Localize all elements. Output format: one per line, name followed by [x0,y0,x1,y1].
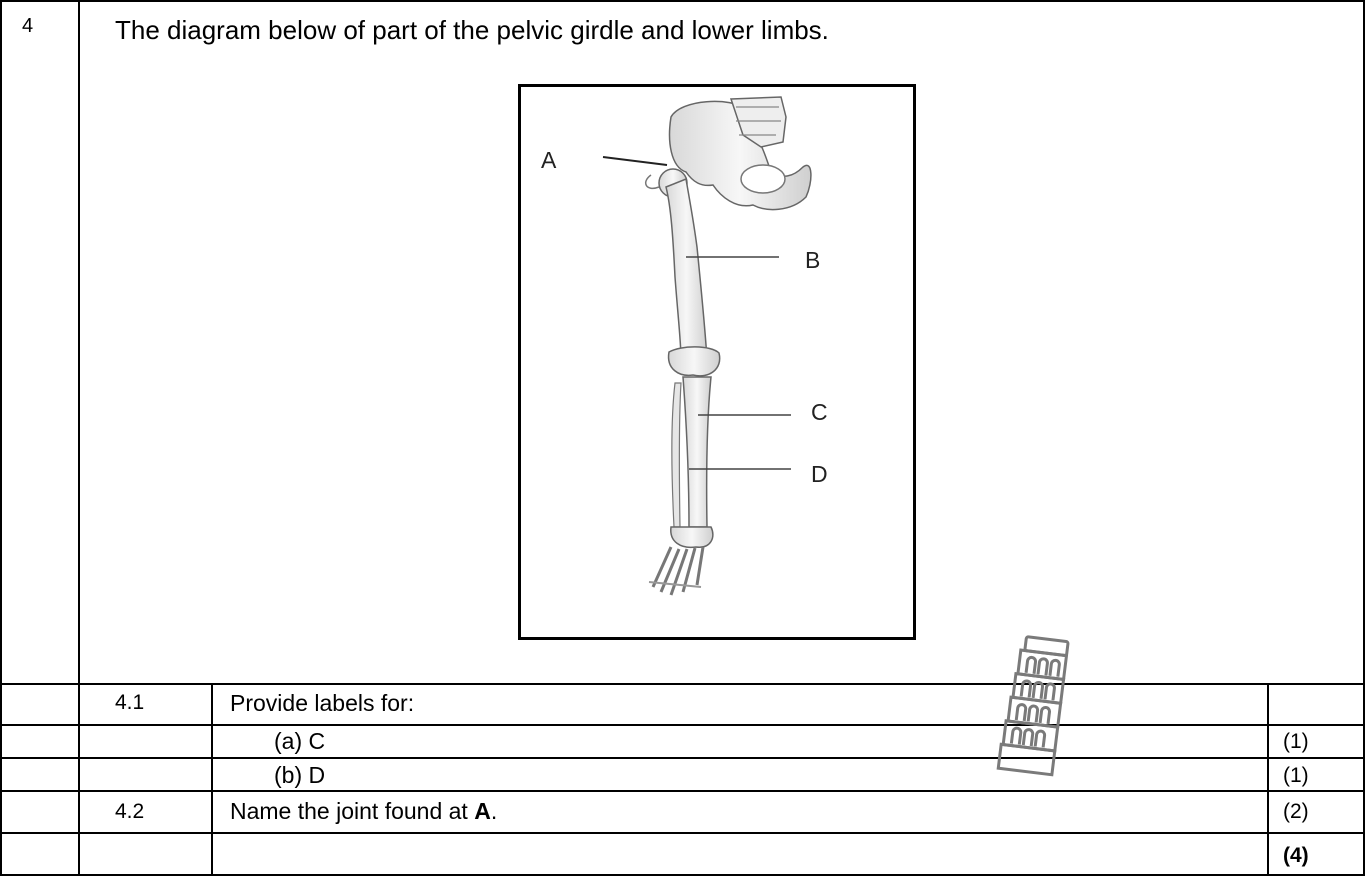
question-number: 4 [22,13,33,39]
part-a-text: (a) C [274,728,325,754]
label-a: A [541,147,556,174]
subquestion-text-4-2: Name the joint found at A. [230,798,497,824]
question-stem: The diagram below of part of the pelvic … [115,15,829,45]
part-b-marks: (1) [1283,763,1309,789]
text-suffix: . [491,798,497,824]
part-a-marks: (1) [1283,729,1309,755]
skeleton-illustration [521,87,913,637]
label-b: B [805,247,820,274]
leaning-tower-icon [985,630,1080,800]
text-prefix: Name the joint found at [230,798,474,824]
subquestion-number-4-2: 4.2 [115,799,144,825]
label-d: D [811,461,828,488]
subquestion-text-4-1: Provide labels for: [230,690,414,716]
subquestion-number-4-1: 4.1 [115,690,144,716]
pelvis-leg-diagram: A B C D [518,84,916,640]
text-bold: A [474,798,491,824]
label-c: C [811,399,828,426]
subquestion-4-2-marks: (2) [1283,799,1309,825]
total-marks: (4) [1283,843,1309,869]
part-b-text: (b) D [274,762,325,788]
